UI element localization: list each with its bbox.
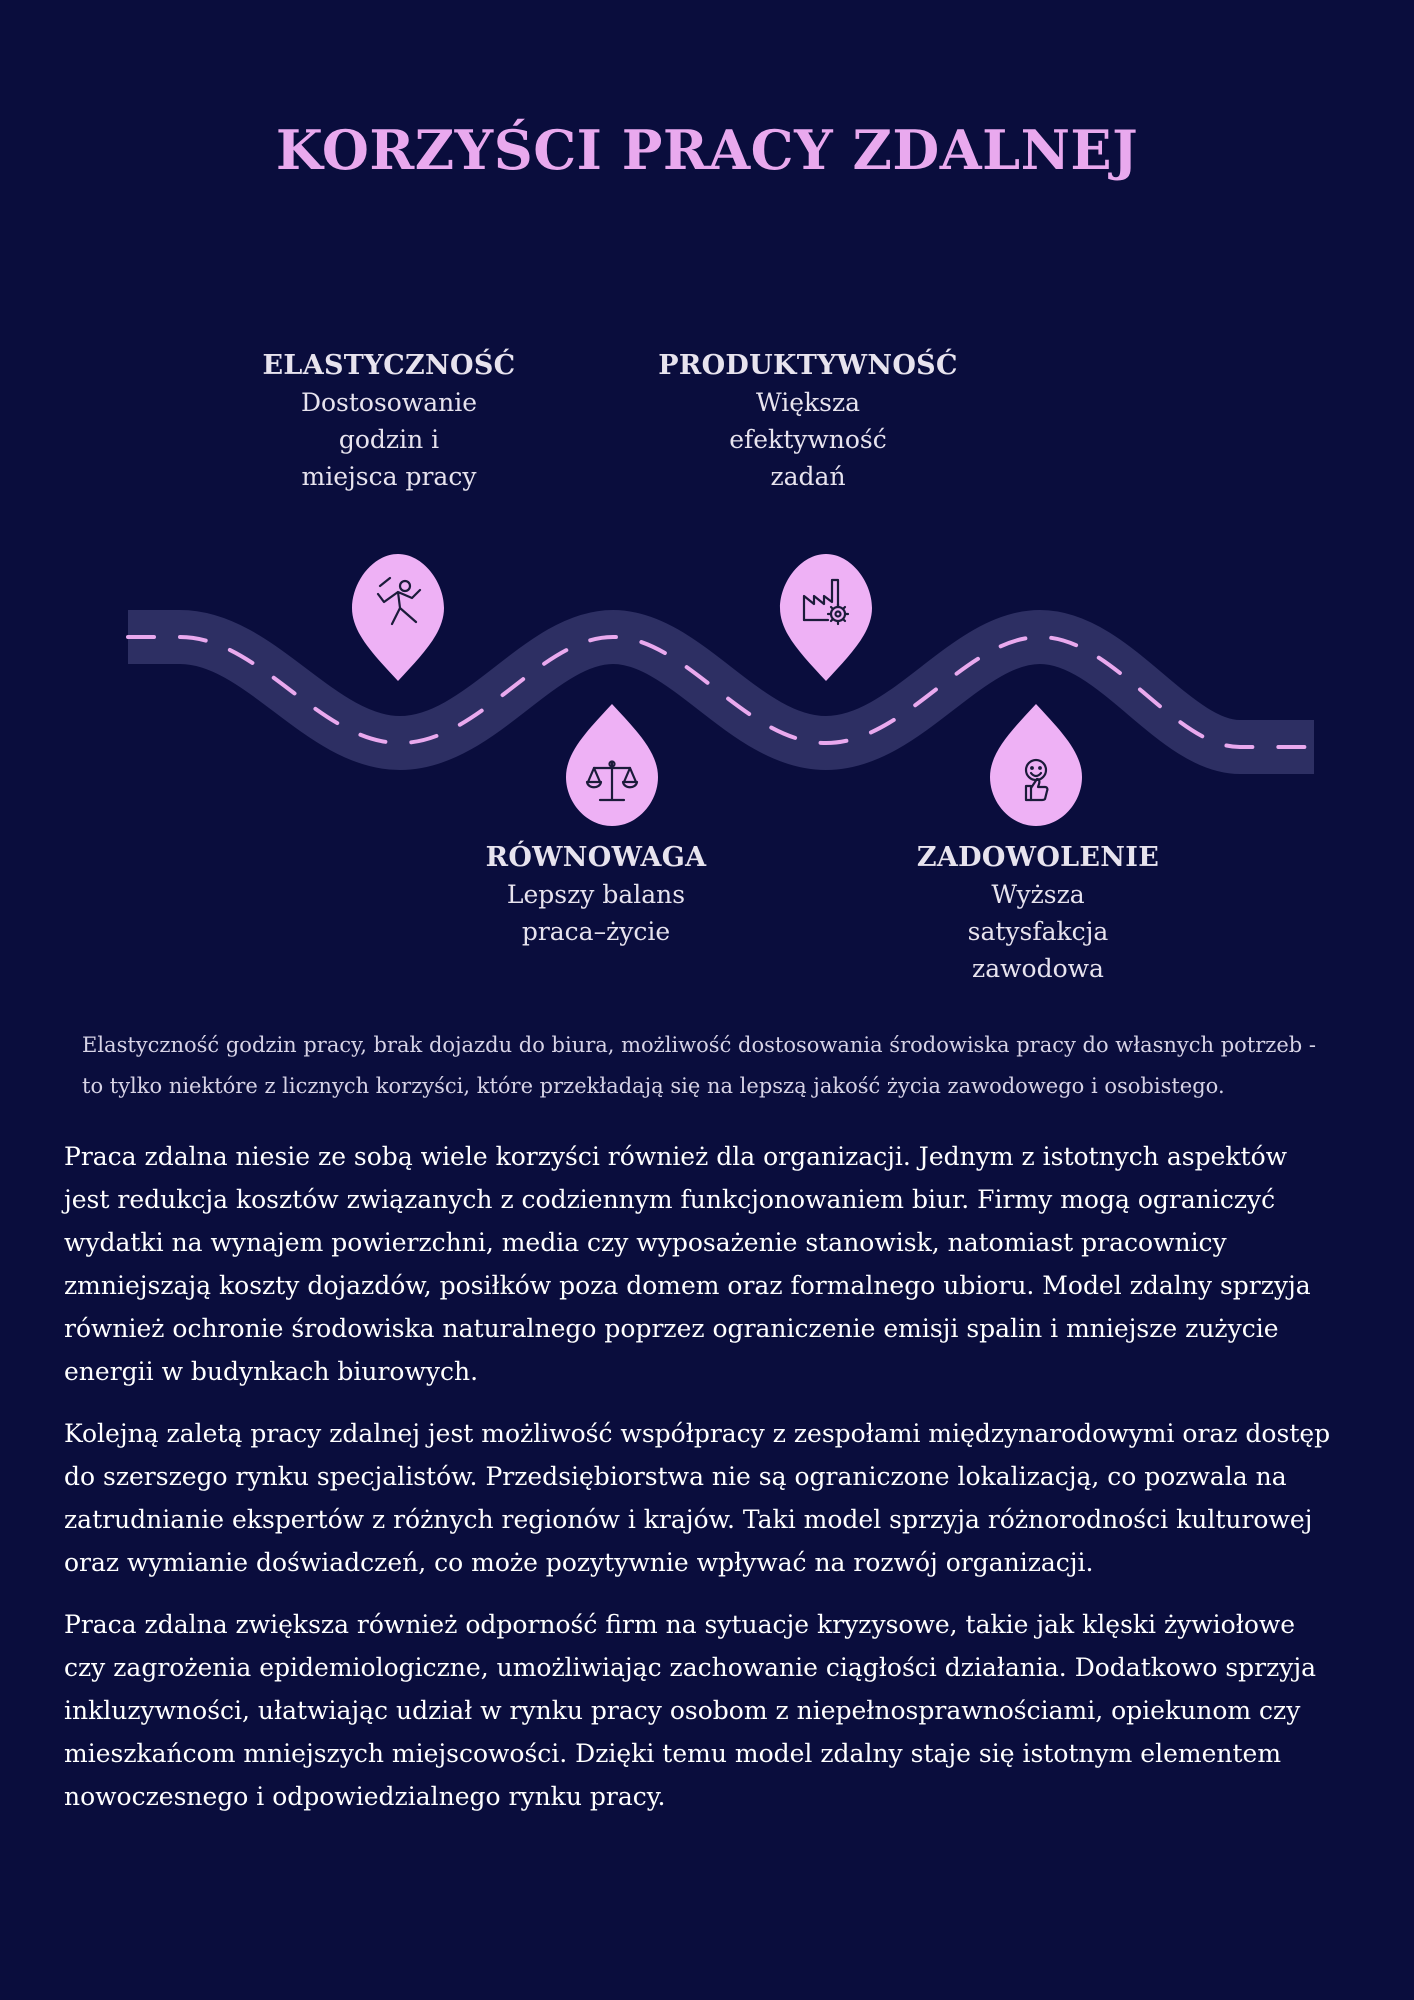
stretching-person-icon bbox=[376, 576, 422, 626]
benefit-title: PRODUKTYWNOŚĆ bbox=[658, 350, 958, 381]
page-title: KORZYŚCI PRACY ZDALNEJ bbox=[275, 118, 1139, 182]
body-paragraph: Kolejną zaletą pracy zdalnej jest możliw… bbox=[64, 1419, 1331, 1577]
pin-elastycznosc bbox=[352, 554, 444, 681]
benefit-description: Lepszy balans praca–życie bbox=[506, 880, 686, 946]
body-paragraph: Praca zdalna zwiększa również odporność … bbox=[64, 1610, 1317, 1811]
intro-text: Elastyczność godzin pracy, brak dojazdu … bbox=[82, 1033, 1317, 1098]
pin-rownowaga bbox=[566, 704, 658, 826]
benefit-title: ELASTYCZNOŚĆ bbox=[262, 350, 516, 381]
benefit-elastycznosc: ELASTYCZNOŚĆ Dostosowanie godzin i miejs… bbox=[239, 348, 539, 495]
body-paragraph: Praca zdalna niesie ze sobą wiele korzyś… bbox=[64, 1142, 1311, 1386]
benefit-description: Dostosowanie godzin i miejsca pracy bbox=[300, 388, 478, 491]
benefit-produktywnosc: PRODUKTYWNOŚĆ Większa efektywność zadań bbox=[658, 348, 958, 495]
pin-zadowolenie bbox=[990, 704, 1082, 826]
factory-gear-icon bbox=[802, 578, 850, 626]
benefit-description: Większa efektywność zadań bbox=[729, 388, 887, 491]
benefit-title: ZADOWOLENIE bbox=[916, 842, 1160, 873]
balance-scale-icon bbox=[585, 760, 639, 802]
benefit-zadowolenie: ZADOWOLENIE Wyższa satysfakcja zawodowa bbox=[888, 840, 1188, 987]
benefit-description: Wyższa satysfakcja zawodowa bbox=[967, 880, 1109, 983]
pin-produktywnosc bbox=[780, 554, 872, 681]
benefit-title: RÓWNOWAGA bbox=[485, 842, 707, 873]
benefit-rownowaga: RÓWNOWAGA Lepszy balans praca–życie bbox=[446, 840, 746, 950]
road-center-line bbox=[126, 634, 1316, 749]
winding-road-infographic bbox=[126, 554, 1316, 826]
smiley-thumbs-up-icon bbox=[1024, 758, 1049, 802]
road bbox=[128, 610, 1314, 774]
